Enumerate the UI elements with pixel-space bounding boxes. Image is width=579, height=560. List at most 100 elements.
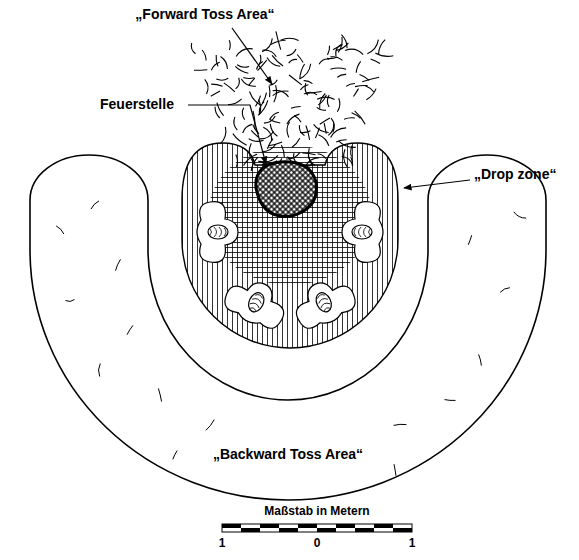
debris-stroke bbox=[274, 85, 277, 102]
area-label: „Drop zone“ bbox=[474, 166, 556, 182]
scale-number: 1 bbox=[219, 537, 226, 551]
debris-stroke bbox=[56, 226, 64, 234]
debris-stroke bbox=[158, 388, 161, 401]
debris-stroke bbox=[237, 65, 249, 68]
debris-stroke bbox=[206, 420, 214, 431]
debris-stroke bbox=[127, 325, 133, 334]
debris-stroke bbox=[360, 74, 370, 80]
forward-toss-debris bbox=[191, 31, 393, 171]
debris-stroke bbox=[318, 154, 326, 159]
scale-segment bbox=[222, 524, 241, 528]
debris-stroke bbox=[241, 79, 256, 86]
seated-person bbox=[342, 202, 383, 263]
debris-stroke bbox=[500, 288, 510, 293]
debris-stroke bbox=[221, 57, 228, 70]
debris-stroke bbox=[341, 35, 347, 49]
debris-stroke bbox=[236, 155, 238, 167]
area-label: „Backward Toss Area“ bbox=[210, 446, 366, 462]
debris-stroke bbox=[366, 89, 376, 100]
leader-line bbox=[188, 105, 266, 164]
scale-segment bbox=[336, 524, 355, 528]
debris-stroke bbox=[260, 155, 278, 161]
debris-stroke bbox=[287, 122, 290, 138]
debris-stroke bbox=[328, 121, 334, 135]
scale-segment bbox=[374, 524, 393, 528]
area-label: „Forward Toss Area“ bbox=[135, 6, 274, 22]
debris-stroke bbox=[281, 38, 299, 40]
debris-stroke bbox=[250, 92, 262, 106]
scale-frame bbox=[222, 524, 412, 532]
debris-stroke bbox=[394, 464, 396, 476]
debris-stroke bbox=[345, 49, 363, 54]
debris-stroke bbox=[342, 157, 353, 166]
debris-stroke bbox=[352, 113, 361, 119]
debris-stroke bbox=[300, 64, 311, 79]
debris-stroke bbox=[330, 68, 346, 69]
debris-stroke bbox=[367, 40, 378, 54]
scale-segment bbox=[317, 528, 336, 532]
debris-stroke bbox=[215, 107, 220, 118]
debris-stroke bbox=[251, 157, 258, 171]
debris-stroke bbox=[319, 59, 329, 64]
debris-stroke bbox=[394, 424, 407, 425]
debris-stroke bbox=[263, 93, 267, 103]
debris-stroke bbox=[116, 259, 121, 270]
debris-stroke bbox=[337, 74, 346, 77]
seated-person bbox=[220, 271, 292, 334]
debris-stroke bbox=[354, 89, 359, 97]
scale-bar bbox=[222, 524, 412, 532]
debris-stroke bbox=[300, 131, 311, 133]
debris-stroke bbox=[328, 46, 330, 55]
debris-stroke bbox=[320, 94, 326, 109]
debris-stroke bbox=[202, 50, 206, 61]
debris-stroke bbox=[297, 55, 303, 63]
debris-stroke bbox=[191, 43, 195, 54]
debris-stroke bbox=[339, 141, 356, 148]
scale-segment bbox=[260, 524, 279, 528]
scale-segment bbox=[279, 528, 298, 532]
debris-stroke bbox=[211, 62, 219, 70]
debris-stroke bbox=[194, 69, 207, 71]
scale-segment bbox=[241, 528, 260, 532]
debris-stroke bbox=[362, 77, 379, 82]
debris-stroke bbox=[269, 86, 271, 98]
debris-stroke bbox=[292, 138, 300, 147]
leader-line bbox=[232, 28, 272, 84]
debris-stroke bbox=[291, 107, 301, 109]
debris-stroke bbox=[294, 115, 301, 122]
feature-label: Feuerstelle bbox=[100, 96, 174, 112]
scale-segment bbox=[393, 528, 412, 532]
debris-stroke bbox=[336, 140, 346, 142]
drop-zone-core bbox=[208, 145, 372, 285]
debris-stroke bbox=[91, 201, 99, 209]
debris-stroke bbox=[205, 79, 208, 94]
scale-segment bbox=[298, 524, 317, 528]
debris-stroke bbox=[514, 212, 526, 218]
debris-stroke bbox=[264, 116, 275, 123]
debris-stroke bbox=[228, 99, 242, 105]
debris-stroke bbox=[243, 77, 254, 79]
debris-stroke bbox=[307, 92, 317, 95]
debris-stroke bbox=[318, 135, 328, 146]
debris-stroke bbox=[242, 108, 244, 120]
debris-stroke bbox=[331, 57, 343, 61]
scale-number: 0 bbox=[314, 537, 321, 551]
seated-person bbox=[288, 271, 360, 334]
scale-segment bbox=[355, 528, 374, 532]
debris-stroke bbox=[468, 235, 471, 245]
debris-stroke bbox=[351, 146, 353, 157]
debris-stroke bbox=[249, 139, 264, 142]
debris-stroke bbox=[287, 49, 296, 56]
debris-stroke bbox=[216, 78, 228, 80]
debris-stroke bbox=[243, 124, 252, 133]
debris-stroke bbox=[244, 154, 258, 165]
debris-stroke bbox=[337, 98, 340, 112]
debris-stroke bbox=[260, 131, 274, 139]
debris-stroke bbox=[355, 86, 368, 87]
debris-stroke bbox=[259, 102, 264, 115]
debris-stroke bbox=[314, 124, 329, 132]
debris-stroke bbox=[249, 78, 255, 85]
debris-stroke bbox=[216, 55, 218, 66]
debris-stroke bbox=[317, 107, 326, 110]
